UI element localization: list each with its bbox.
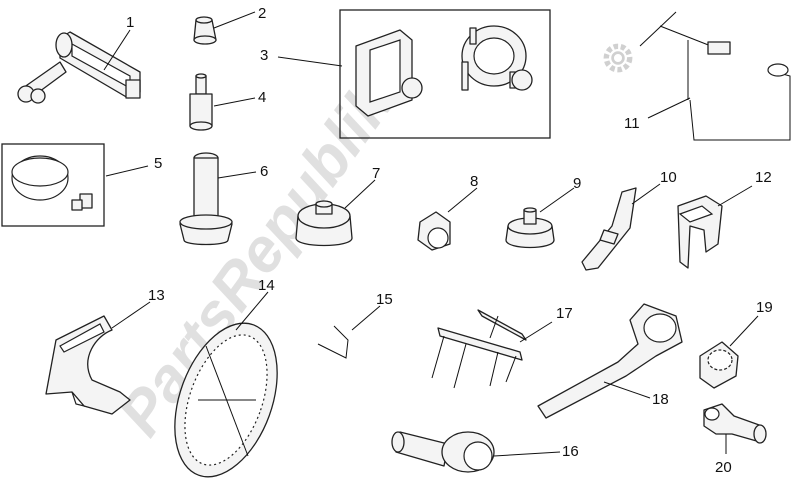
part-7-bell[interactable] [295, 200, 353, 247]
part-8-bushing[interactable] [417, 211, 451, 251]
callout-1: 1 [126, 14, 134, 31]
callout-15: 15 [376, 291, 393, 308]
callout-6: 6 [260, 163, 268, 180]
callout-20: 20 [715, 459, 732, 476]
callout-17: 17 [556, 305, 573, 322]
part-2-cap[interactable] [193, 16, 217, 45]
part-3-box [339, 9, 551, 139]
callout-14: 14 [258, 277, 275, 294]
callout-2: 2 [258, 5, 266, 22]
part-3-puller-set[interactable] [355, 25, 533, 117]
callout-5: 5 [154, 155, 162, 172]
callout-9: 9 [573, 175, 581, 192]
callout-12: 12 [755, 169, 772, 186]
part-12-bracket[interactable] [677, 195, 723, 269]
part-17-fork-tool[interactable] [431, 309, 527, 389]
part-6-drift[interactable] [179, 152, 233, 246]
part-11-t-handle[interactable] [639, 11, 791, 141]
callout-3: 3 [260, 47, 268, 64]
callout-16: 16 [562, 443, 579, 460]
part-19-gear[interactable] [699, 341, 739, 389]
callout-8: 8 [470, 173, 478, 190]
part-14-degree-wheel[interactable] [155, 309, 296, 484]
part-5-box [1, 143, 105, 227]
callout-18: 18 [652, 391, 669, 408]
callout-19: 19 [756, 299, 773, 316]
callout-11: 11 [624, 115, 640, 132]
callout-4: 4 [258, 89, 266, 106]
part-4-pin[interactable] [189, 73, 213, 131]
part-18-spanner[interactable] [537, 303, 683, 419]
part-5-clamp[interactable] [11, 155, 93, 211]
gear-icon [603, 43, 633, 73]
part-15-clip[interactable] [317, 325, 349, 359]
callout-7: 7 [372, 165, 380, 182]
part-13-plate[interactable] [45, 315, 131, 415]
part-16-handle-tool[interactable] [391, 431, 495, 473]
part-9-puller-cup[interactable] [505, 207, 555, 249]
part-1-crank-tool[interactable] [17, 31, 141, 104]
callout-10: 10 [660, 169, 677, 186]
callout-13: 13 [148, 287, 165, 304]
part-10-lever[interactable] [581, 187, 637, 271]
part-20-socket[interactable] [703, 403, 767, 444]
